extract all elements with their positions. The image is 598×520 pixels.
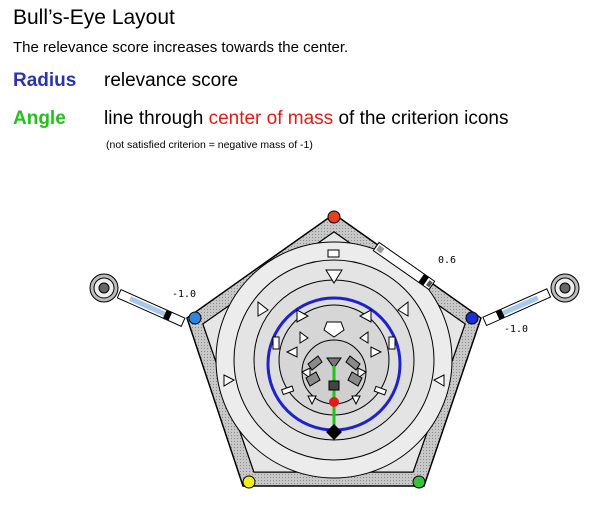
value-label-top-right: 0.6 bbox=[438, 255, 456, 266]
document-icons-inner bbox=[285, 321, 383, 406]
radius-term: Radius bbox=[13, 70, 77, 91]
angle-description: line through center of mass of the crite… bbox=[104, 108, 509, 130]
top-right-document bbox=[372, 241, 436, 291]
criterion-bottom-left-icon bbox=[242, 475, 256, 489]
core-icons bbox=[305, 355, 363, 387]
document-icons-middle bbox=[272, 309, 396, 396]
slide-title: Bull’s-Eye Layout bbox=[13, 6, 175, 29]
criterion-top-icon bbox=[327, 210, 341, 224]
right-satellite bbox=[482, 273, 580, 327]
value-label-left: -1.0 bbox=[172, 289, 196, 300]
left-satellite bbox=[89, 273, 186, 327]
value-label-right: -1.0 bbox=[504, 324, 528, 335]
document-icons-outer bbox=[223, 249, 445, 387]
criterion-left-icon bbox=[188, 311, 202, 325]
center-of-mass-dot bbox=[329, 397, 339, 407]
negative-mass-note: (not satisfied criterion = negative mass… bbox=[106, 139, 313, 151]
angle-diamond-marker bbox=[326, 424, 342, 440]
angle-term: Angle bbox=[13, 108, 66, 129]
criterion-right-icon bbox=[465, 311, 479, 325]
center-marker bbox=[328, 380, 340, 391]
subtitle: The relevance score increases towards th… bbox=[13, 39, 349, 56]
criterion-bottom-right-icon bbox=[412, 475, 426, 489]
angle-description-start: line through bbox=[104, 108, 209, 129]
angle-description-end: of the criterion icons bbox=[333, 108, 509, 129]
center-of-mass-text: center of mass bbox=[208, 108, 334, 129]
radius-description: relevance score bbox=[104, 70, 239, 91]
